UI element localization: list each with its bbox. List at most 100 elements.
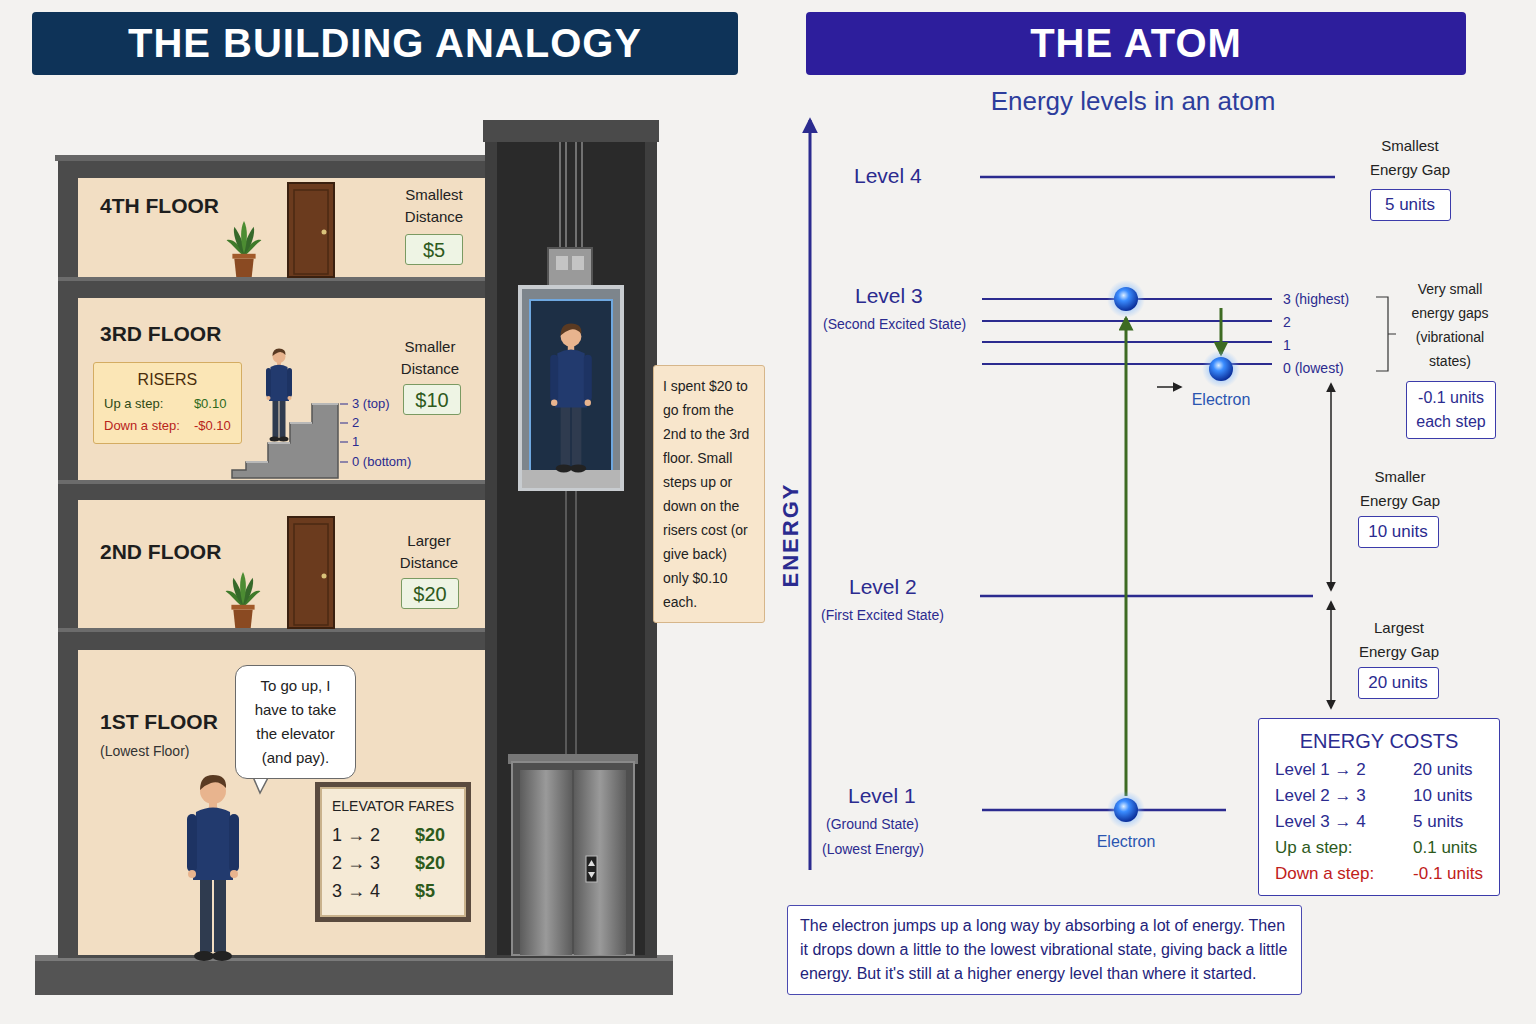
elevator-cab [530,300,612,472]
building [58,277,498,281]
label: 2 [352,415,359,430]
elevator-shaft [559,142,561,250]
elevator-door [586,856,597,882]
box-text: -$0.10 [194,415,231,437]
staircase [312,403,338,405]
box-text: Level 3 → 4 [1275,809,1374,835]
gap-arrow [1330,384,1332,590]
label: (First Excited State) [821,607,944,623]
box-text: 10 units [1413,783,1483,809]
box-heading: ENERGY COSTS [1275,727,1483,755]
staircase [246,461,268,463]
label: 3 (top) [352,396,390,411]
label: (Ground State) [826,816,919,832]
door [288,183,334,277]
label: Smallest Energy Gap [1362,134,1458,182]
note-box: I spent $20 to go from the 2nd to the 3r… [653,365,765,623]
box-text: 0.1 units [1413,835,1483,861]
staircase [290,422,312,424]
elevator-shaft [565,142,567,250]
energy-level-line [980,595,1313,598]
plant [226,572,261,628]
elevator-shaft [565,490,567,758]
box-text: To go up, I have to take the elevator (a… [244,674,347,770]
box-text: The electron jumps up a long way by abso… [800,914,1289,986]
floor-band: 4TH FLOOR Smallest Distance $5 [78,178,490,277]
price-tag: $10 [403,384,461,415]
floor-band: 1ST FLOOR(Lowest Floor)To go up, I have … [78,650,490,955]
energy-level-line [980,176,1335,179]
box-text: $10 [415,388,448,412]
box-text: $20 [413,582,446,606]
value-box: 10 units [1358,516,1439,548]
box-text: $5 [415,877,454,905]
transition-arrow [1220,308,1223,354]
label: Electron [1192,391,1251,409]
door [288,183,334,277]
electron [1107,791,1145,829]
label: 1 [352,434,359,449]
building [58,480,498,484]
elevator-shaft [572,256,584,270]
box-text: I spent $20 to go from the 2nd to the 3r… [663,374,755,614]
box-heading: 1ST FLOOR [100,710,218,734]
electron [1209,357,1233,381]
label: Very small energy gaps (vibrational stat… [1404,277,1496,373]
building [78,178,490,277]
value-box: 20 units [1358,667,1439,699]
elevator-shaft [575,142,577,250]
box-heading: 4TH FLOOR [100,194,219,218]
elevator-shaft [581,142,583,250]
speech-bubble: To go up, I have to take the elevator (a… [235,665,356,779]
door [288,517,334,628]
energy-level-line [982,809,1226,812]
door [322,574,327,579]
label: (Second Excited State) [823,316,966,332]
box-text: 5 units [1385,194,1435,216]
box-text: Down a step: [1275,861,1374,887]
box-text: Up a step: [104,393,180,415]
value-box: 5 units [1370,189,1451,221]
leader-line [340,462,348,463]
elevator-door [508,754,638,955]
elevator-shaft [548,248,592,288]
electron [1114,287,1138,311]
plant [227,221,262,277]
elevator-shaft [497,142,645,955]
elevator-cab [520,287,622,489]
box-text: $5 [423,238,445,262]
box-text: THE ATOM [1030,21,1242,66]
box-text: $0.10 [194,393,231,415]
door [322,230,327,235]
box-text: Larger Distance [379,530,479,574]
gap-arrow [1157,384,1331,708]
box-text: Level 2 → 3 [1275,783,1374,809]
door [294,190,328,274]
box-text: 3 → 4 [332,877,389,905]
building [78,500,490,628]
table-box: RISERSUp a step:$0.10Down a step:-$0.10 [93,362,242,444]
label: Smaller Energy Gap [1352,465,1448,513]
price-tag: $5 [405,234,463,265]
person-figure [550,324,592,473]
elevator-shaft [575,490,577,758]
door [294,524,328,625]
leader-line [340,404,348,462]
box-heading: 2ND FLOOR [100,540,221,564]
electron [1202,350,1240,388]
box-text: $20 [415,821,454,849]
energy-axis [809,120,812,870]
electron [1114,798,1138,822]
box-text: 1 → 2 [332,821,389,849]
label: 3 (highest) [1283,291,1349,307]
building [55,155,501,161]
box-text: Smallest Distance [384,184,484,228]
label: Level 3 [855,284,923,308]
caption-box: The electron jumps up a long way by abso… [787,905,1302,995]
elevator-door [512,762,634,955]
banner: THE ATOM [806,12,1466,75]
building [58,158,498,958]
box-text: 5 units [1413,809,1483,835]
price-tag: $20 [401,578,459,609]
